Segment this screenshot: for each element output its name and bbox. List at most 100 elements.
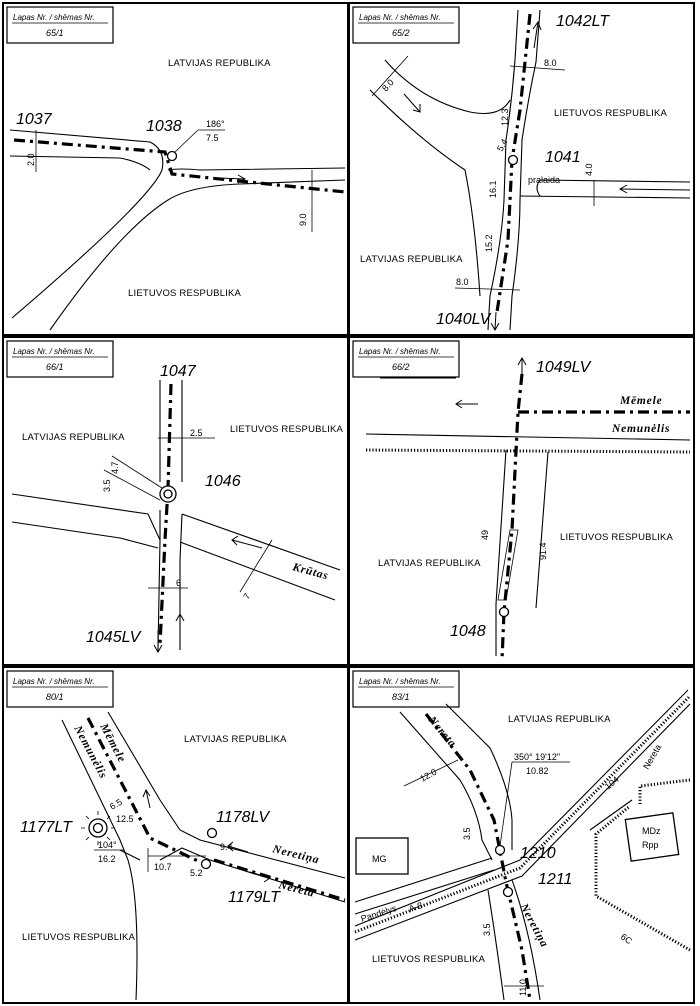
point-label: 1177LT	[20, 819, 73, 836]
boundary-marker	[200, 858, 212, 870]
sheet-header-66-1: Lapas Nr. / shēmas Nr. 66/1	[6, 340, 114, 378]
point-label: 1047	[160, 363, 197, 380]
river-label: Mēmele	[619, 395, 662, 407]
building-label: Rpp	[642, 840, 659, 850]
road-edge	[535, 451, 549, 609]
country-label: LATVIJAS REPUBLIKA	[360, 254, 463, 265]
river-bank	[487, 889, 505, 1001]
country-label: LIETUVOS RESPUBLIKA	[128, 288, 242, 299]
width-label: 2.0	[26, 153, 36, 166]
country-label: LATVIJAS REPUBLIKA	[22, 432, 125, 443]
width-label: 6	[176, 578, 181, 588]
width-label: 2.5	[190, 428, 203, 438]
distance-label: 5.2	[190, 868, 203, 878]
border-line	[158, 383, 173, 645]
distance-label: 10.7	[154, 862, 172, 872]
country-label: LATVIJAS REPUBLIKA	[184, 734, 287, 745]
sheet-header-65-1: Lapas Nr. / shēmas Nr. 65/1	[6, 6, 114, 44]
boundary-marker	[502, 886, 514, 898]
border-line	[424, 713, 532, 1001]
point-label: 1179LT	[228, 889, 281, 906]
country-label: LATVIJAS REPUBLIKA	[168, 58, 271, 69]
sheet-number: 66/1	[46, 362, 64, 372]
boundary-marker	[507, 154, 519, 166]
sheet-header-65-2: Lapas Nr. / shēmas Nr. 65/2	[352, 6, 460, 44]
road-edge	[179, 541, 336, 601]
building-label: MDz	[642, 826, 661, 836]
sheet-header-66-2: Lapas Nr. / shēmas Nr. 66/2	[352, 340, 460, 378]
boundary-marker	[498, 606, 510, 618]
boundary-marker	[166, 150, 178, 162]
road-edge	[509, 9, 541, 331]
railway	[354, 694, 692, 934]
offset-label: 3.5	[482, 923, 492, 936]
railway-edge	[354, 703, 691, 941]
width-label: 8.0	[544, 58, 557, 68]
border-line	[500, 373, 524, 661]
panel-frame-66-2	[348, 336, 695, 666]
sheet-header-80-1: Lapas Nr. / shēmas Nr. 80/1	[6, 670, 114, 708]
distance-label: 16.2	[98, 854, 116, 864]
point-label: 1046	[205, 473, 241, 490]
offset-label: 15.2	[484, 234, 494, 252]
river-bank	[369, 89, 481, 297]
point-label: 1037	[16, 111, 53, 128]
border-line	[13, 138, 346, 194]
panel-65-2: LIETUVOS RESPUBLIKA LATVIJAS REPUBLIKA 1…	[360, 9, 691, 332]
angle-label: 186°	[206, 119, 225, 129]
panel-66-1: LATVIJAS REPUBLIKA LIETUVOS RESPUBLIKA 1…	[11, 363, 343, 654]
offset-label: 3.5	[462, 827, 472, 840]
country-label: LATVIJAS REPUBLIKA	[508, 714, 611, 725]
sheet-number: 65/2	[392, 28, 410, 38]
sheet-number: 80/1	[46, 692, 64, 702]
distance-label: 91.4	[538, 542, 548, 560]
sheet-number: 83/1	[392, 692, 410, 702]
road-edge	[519, 195, 691, 199]
country-label: LATVIJAS REPUBLIKA	[378, 558, 481, 569]
river-bank	[511, 879, 541, 1001]
country-label: LIETUVOS RESPUBLIKA	[554, 108, 668, 119]
header-caption: Lapas Nr. / shēmas Nr.	[359, 13, 441, 22]
road-edge	[354, 869, 495, 915]
distance-label: 49	[480, 530, 490, 540]
offset-label: 3.5	[102, 479, 112, 492]
border-line	[86, 717, 201, 864]
road-edge	[536, 179, 541, 197]
point-label: 1048	[450, 623, 486, 640]
country-label: LIETUVOS RESPUBLIKA	[560, 532, 674, 543]
river-bank	[9, 155, 151, 171]
sheet-number: 65/1	[46, 28, 64, 38]
railway	[594, 804, 691, 952]
sun-marker-icon	[81, 811, 115, 845]
culvert-label: pralaida	[528, 175, 560, 185]
boundary-marker	[206, 827, 218, 839]
railway-edge	[354, 689, 689, 927]
river-bank	[445, 703, 513, 850]
angle-label: 104°	[98, 840, 117, 850]
panel-65-1: LATVIJAS REPUBLIKA LIETUVOS RESPUBLIKA 1…	[9, 58, 346, 331]
header-caption: Lapas Nr. / shēmas Nr.	[13, 677, 95, 686]
road-edge	[11, 521, 159, 549]
offset-label: 16.1	[488, 180, 498, 198]
point-label: 1038	[146, 118, 182, 135]
point-label: 1042LT	[556, 13, 610, 30]
boundary-marker-inner	[163, 489, 173, 499]
offset-label: 12.5	[116, 814, 134, 824]
panel-66-2: LATVIJAS REPUBLIKA LIETUVOS RESPUBLIKA M…	[365, 356, 691, 661]
road-edge	[354, 857, 493, 903]
river-bank	[9, 129, 164, 319]
building-mdz	[624, 812, 680, 862]
river-bank	[399, 711, 493, 861]
river-bank	[107, 711, 346, 879]
point-label: 1210	[520, 845, 556, 862]
river-bank	[49, 179, 346, 331]
width-label: 11.0	[518, 979, 528, 996]
angle-label: 350° 19'12"	[514, 752, 560, 762]
panel-frame-80-1	[2, 666, 349, 1004]
point-label: 1178LV	[216, 809, 270, 826]
road-edge	[487, 9, 519, 331]
header-caption: Lapas Nr. / shēmas Nr.	[13, 13, 95, 22]
point-label: 1049LV	[536, 359, 592, 376]
offset-label: 4.7	[110, 461, 120, 474]
